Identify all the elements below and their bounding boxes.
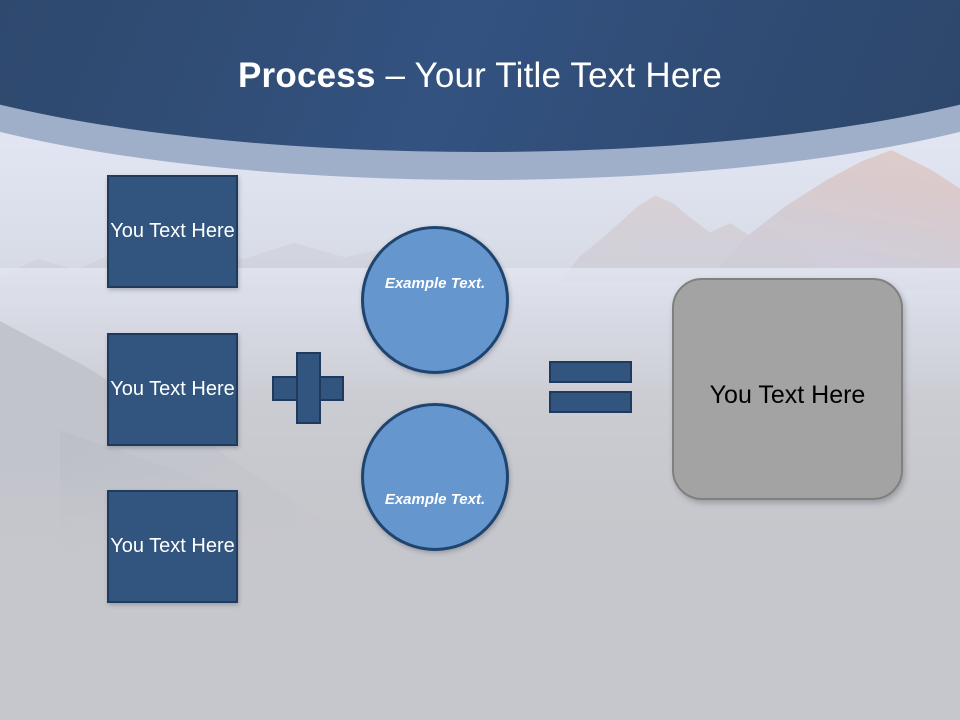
example-circle-2[interactable]: Example Text. xyxy=(361,403,509,551)
input-box-3-label: You Text Here xyxy=(110,535,235,557)
page-title-light: Your Title Text Here xyxy=(414,56,722,95)
input-box-1[interactable]: You Text Here xyxy=(107,175,238,288)
input-box-2-label: You Text Here xyxy=(110,378,235,400)
equals-icon xyxy=(549,361,632,413)
equals-icon-bottom-bar xyxy=(549,391,632,413)
page-title: Process – Your Title Text Here xyxy=(0,54,960,98)
equals-icon-top-bar xyxy=(549,361,632,383)
plus-icon xyxy=(272,352,344,424)
example-circle-2-label: Example Text. xyxy=(384,491,486,508)
page-title-separator: – xyxy=(375,56,415,95)
page-title-strong: Process xyxy=(238,56,376,95)
header-banner xyxy=(0,0,960,152)
input-box-1-label: You Text Here xyxy=(110,220,235,242)
plus-icon-center xyxy=(298,378,319,399)
input-box-2[interactable]: You Text Here xyxy=(107,333,238,446)
example-circle-1[interactable]: Example Text. xyxy=(361,226,509,374)
input-box-3[interactable]: You Text Here xyxy=(107,490,238,603)
result-box[interactable]: You Text Here xyxy=(672,278,903,500)
example-circle-1-label: Example Text. xyxy=(384,275,486,292)
result-box-label: You Text Here xyxy=(709,380,866,409)
